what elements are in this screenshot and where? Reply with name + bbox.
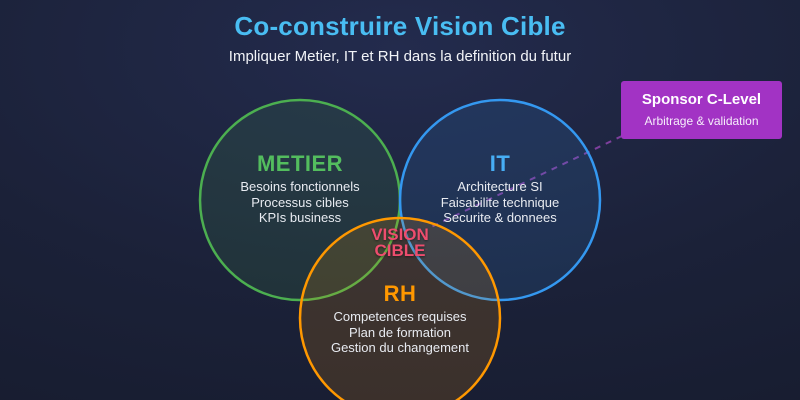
- it-item: Faisabilite technique: [440, 194, 560, 210]
- sponsor-title: Sponsor C-Level: [641, 91, 762, 108]
- vision-line: VISION: [371, 225, 429, 244]
- page-title: Co-construire Vision Cible: [234, 11, 566, 41]
- sponsor-subtitle: Arbitrage & validation: [644, 114, 759, 128]
- rh-item: Competences requises: [333, 309, 467, 324]
- rh-items: Competences requises Plan de formation G…: [290, 309, 510, 356]
- slide-header: Co-construire Vision Cible Impliquer Met…: [0, 11, 800, 65]
- metier-label: METIER: [256, 151, 344, 176]
- it-item: Securite & donnees: [443, 210, 557, 226]
- rh-circle: [298, 216, 502, 400]
- it-item: Architecture SI: [457, 179, 543, 194]
- cible-line: CIBLE: [374, 240, 426, 260]
- metier-item: Processus cibles: [251, 194, 349, 210]
- rh-item: Plan de formation: [349, 324, 451, 340]
- it-group: IT Architecture SI Faisabilite technique…: [390, 151, 610, 226]
- sponsor-callout: Sponsor C-Level Arbitrage & validation: [621, 81, 782, 139]
- vision-cible-label: VISION CIBLE: [340, 225, 460, 260]
- rh-group: RH Competences requises Plan de formatio…: [290, 281, 510, 356]
- it-items: Architecture SI Faisabilite technique Se…: [390, 179, 610, 226]
- sponsor-connector-line: [426, 135, 623, 230]
- metier-group: METIER Besoins fonctionnels Processus ci…: [190, 151, 410, 226]
- rh-item: Gestion du changement: [330, 340, 470, 356]
- rh-label: RH: [383, 281, 417, 306]
- metier-item: Besoins fonctionnels: [240, 179, 360, 194]
- page-subtitle: Impliquer Metier, IT et RH dans la defin…: [228, 48, 572, 65]
- it-circle: [398, 98, 602, 302]
- metier-item: KPIs business: [258, 210, 342, 226]
- metier-items: Besoins fonctionnels Processus cibles KP…: [190, 179, 410, 226]
- it-label: IT: [489, 151, 511, 176]
